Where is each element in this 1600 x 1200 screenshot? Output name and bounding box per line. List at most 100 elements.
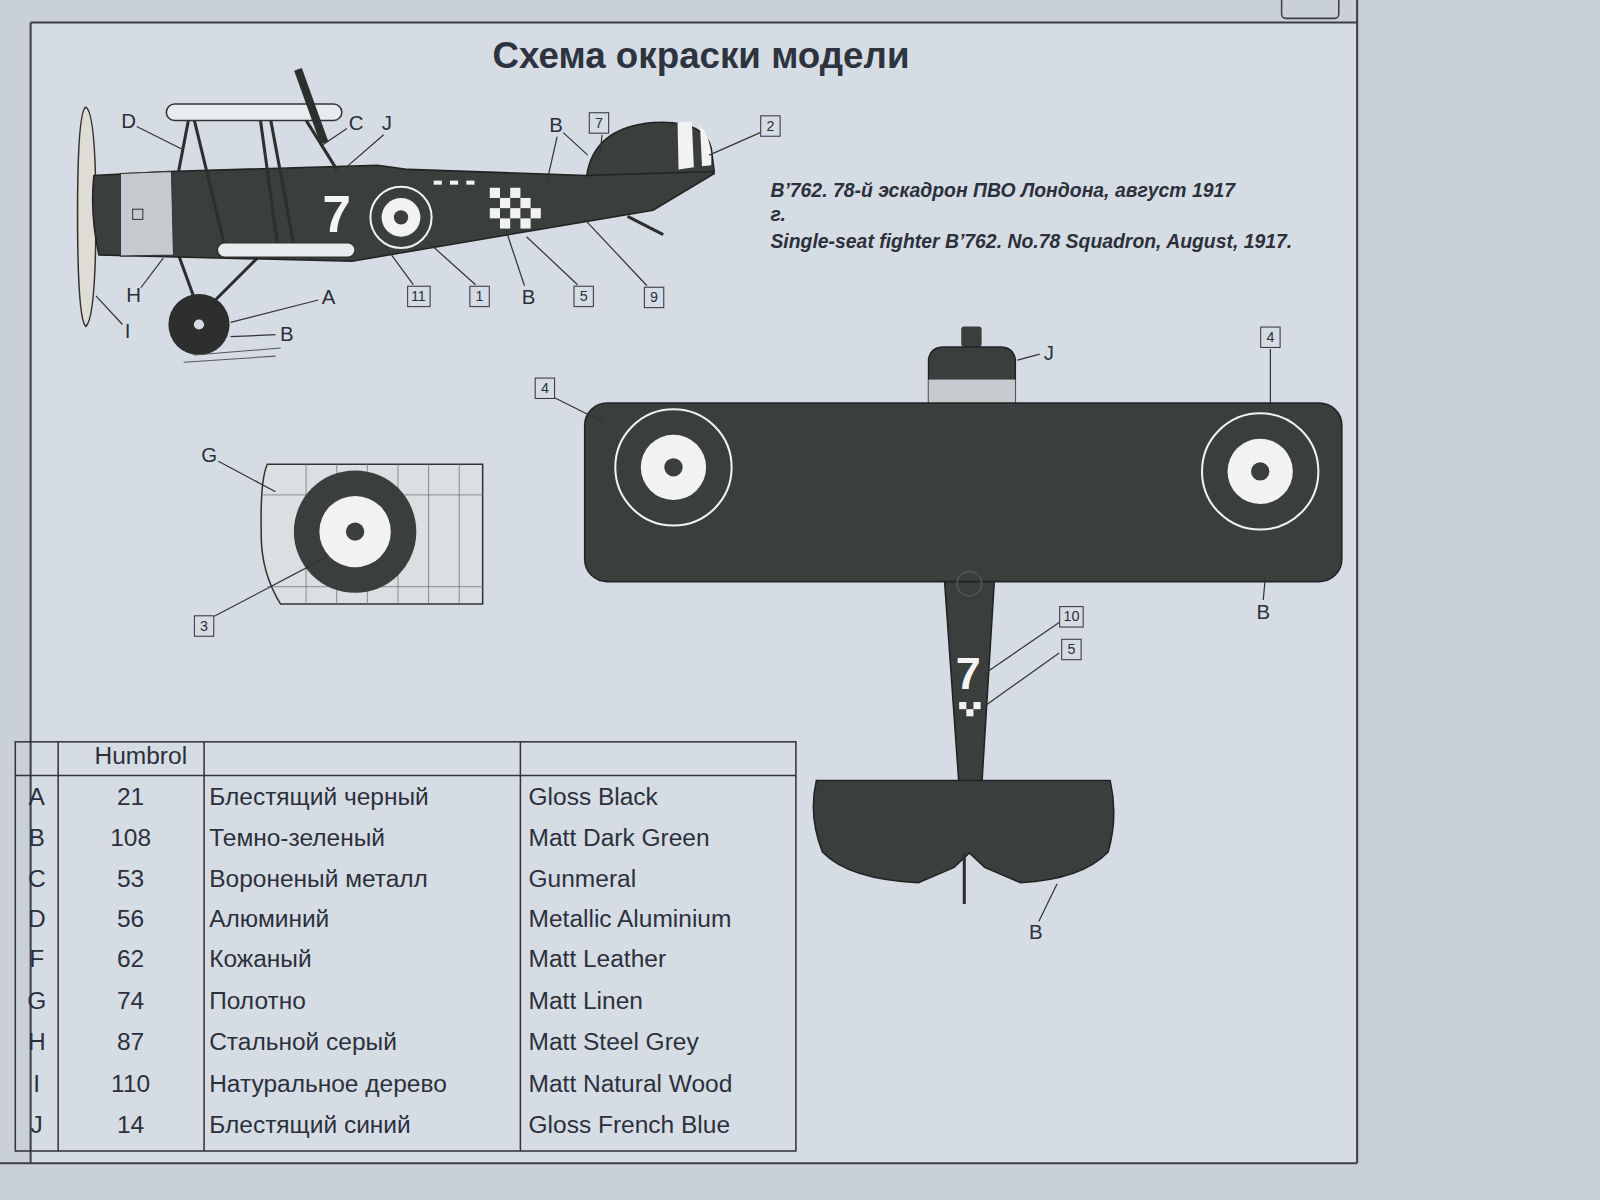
checker (490, 188, 500, 198)
table-cell: Темно-зеленый (209, 823, 385, 852)
table-border (15, 742, 796, 1151)
roundel-ring (382, 198, 421, 237)
table-rule (15, 775, 796, 777)
checker (520, 218, 530, 228)
roundel-centre (664, 458, 682, 476)
roundel-ring (1228, 439, 1293, 504)
leader-line (345, 135, 384, 169)
table-cell: Matt Leather (529, 945, 666, 974)
table-cell: Блестящий черный (209, 783, 429, 812)
interplane-strut (194, 118, 225, 245)
table-cell: 108 (110, 823, 151, 852)
tail-stripe (700, 126, 711, 167)
wheel (168, 294, 229, 355)
roundel-centre (346, 522, 364, 540)
leader-line (214, 556, 328, 616)
table-cell: Matt Steel Grey (529, 1028, 699, 1057)
upper-wing-top (585, 403, 1342, 582)
table-cell: 74 (117, 987, 144, 1016)
leader-line (988, 622, 1059, 671)
checker (500, 198, 510, 208)
sheet (31, 22, 1358, 1163)
table-cell: H (28, 1028, 46, 1057)
callout-number: 3 (200, 618, 208, 632)
leader-line (1039, 884, 1057, 922)
fuselage-top (944, 571, 995, 787)
checker (973, 702, 980, 709)
leader-line (137, 127, 182, 149)
callout-letter: J (382, 112, 392, 135)
checker (510, 208, 520, 218)
table-cell: Кожаный (209, 945, 311, 974)
callout-number: 2 (766, 118, 774, 132)
table-header: Humbrol (95, 742, 188, 771)
table-rule (203, 742, 205, 1151)
fuselage-marking (434, 181, 442, 185)
leader-line (527, 237, 578, 285)
leader-line (547, 137, 557, 182)
callout-number: 10 (1063, 609, 1079, 623)
leader-line (1017, 354, 1039, 360)
table-cell: J (31, 1110, 43, 1139)
table-cell: Matt Natural Wood (529, 1069, 733, 1098)
table-cell: I (33, 1069, 40, 1098)
callout-number-box: 5 (573, 285, 593, 306)
roundel (1202, 413, 1318, 529)
cowling-detail (133, 209, 143, 219)
leader-line (96, 296, 123, 325)
strut (179, 118, 189, 171)
leader-line (709, 133, 760, 155)
roundel-ring (319, 496, 390, 567)
rib (428, 464, 429, 604)
table-cell: 53 (117, 864, 144, 893)
callout-number-box: 1 (469, 285, 489, 306)
table-cell: Натуральное дерево (209, 1069, 447, 1098)
interplane-strut (270, 118, 293, 245)
leader-lines (96, 127, 760, 337)
callout-letter: C (349, 112, 364, 135)
caption-text: Single-seat fighter B’762. No.78 Squadro… (770, 230, 1326, 254)
table-cell: G (27, 987, 46, 1016)
frame-line (31, 21, 1358, 23)
callout-number: 4 (541, 381, 549, 395)
table-cell: Matt Linen (529, 987, 643, 1016)
fuselage-marking (466, 181, 474, 185)
callout-letter: D (121, 110, 136, 133)
table-cell: Gunmeral (529, 864, 637, 893)
callout-letter: B (522, 285, 536, 308)
frame-line (0, 1162, 1357, 1164)
table-cell: 87 (117, 1028, 144, 1057)
callout-number: 9 (650, 290, 658, 304)
paint-table (15, 742, 796, 1151)
table-cell: 56 (117, 904, 144, 933)
callout-number-box: 2 (760, 115, 780, 136)
lower-wing-underside (261, 464, 483, 604)
leader-line (555, 398, 604, 422)
callout-number: 7 (595, 115, 603, 129)
caption-text: B’762. 78-й эскадрон ПВО Лондона, август… (770, 179, 1239, 228)
table-cell: B (29, 823, 45, 852)
callout-number: 5 (580, 289, 588, 303)
table-rule (57, 742, 59, 1151)
table-rule (520, 742, 522, 1151)
callout-number-box: 4 (1260, 326, 1280, 347)
checker (500, 218, 510, 228)
cowling-band (929, 380, 1016, 407)
callout-letter: B (280, 323, 294, 346)
engine-cowling (929, 347, 1016, 408)
callout-number: 4 (1266, 330, 1274, 344)
table-cell: A (29, 783, 45, 812)
table-cell: 62 (117, 945, 144, 974)
roundel-centre (1251, 462, 1269, 480)
table-cell: Стальной серый (209, 1028, 397, 1057)
leader-line (584, 218, 647, 285)
callout-letter: A (322, 285, 336, 308)
leader-lines (214, 461, 328, 616)
callout-number-box: 9 (644, 286, 664, 307)
rudder (963, 853, 966, 904)
callout-number: 5 (1067, 642, 1075, 656)
table-cell: Вороненый металл (209, 864, 428, 893)
checker (966, 709, 973, 716)
leader-line (600, 135, 602, 155)
